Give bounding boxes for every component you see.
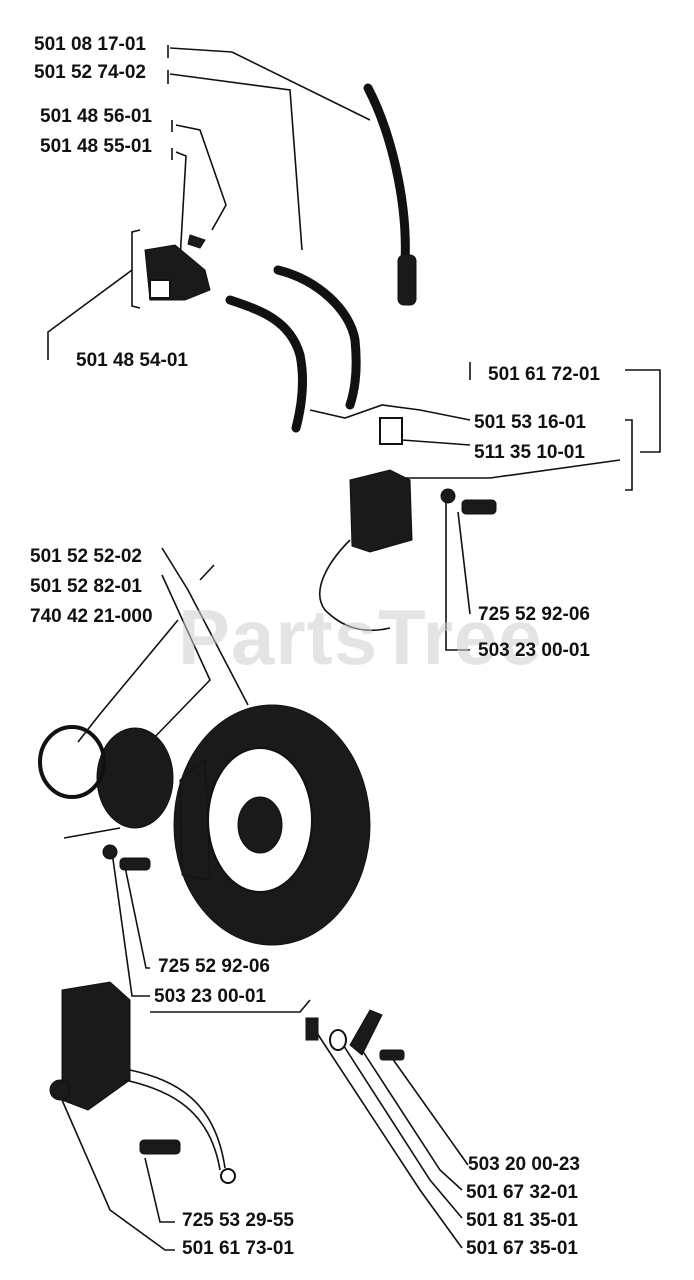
part-label-725-52-92-06-lower: 725 52 92-06 (158, 956, 270, 977)
ignition-module-lower (49, 981, 236, 1184)
part-label-503-23-00-01-upper: 503 23 00-01 (478, 640, 590, 661)
part-label-501-53-16-01: 501 53 16-01 (474, 412, 586, 433)
leader-lines (47, 45, 661, 1251)
watermark: PartsTree (178, 593, 543, 681)
flywheel (173, 704, 371, 946)
part-label-501-08-17-01: 501 08 17-01 (34, 34, 146, 55)
part-label-501-67-35-01: 501 67 35-01 (466, 1238, 578, 1259)
part-label-511-35-10-01: 511 35 10-01 (474, 442, 585, 463)
part-label-503-20-00-23: 503 20 00-23 (468, 1154, 580, 1175)
part-label-503-23-00-01-lower: 503 23 00-01 (154, 986, 266, 1007)
part-label-501-52-52-02: 501 52 52-02 (30, 546, 142, 567)
starter-pawl (38, 725, 174, 871)
part-label-501-52-82-01: 501 52 82-01 (30, 576, 142, 597)
part-label-501-48-55-01: 501 48 55-01 (40, 136, 152, 157)
valve-assembly (144, 234, 211, 301)
part-label-501-67-32-01: 501 67 32-01 (466, 1182, 578, 1203)
part-label-501-52-74-02: 501 52 74-02 (34, 62, 146, 83)
part-label-725-53-29-55: 725 53 29-55 (182, 1210, 294, 1231)
part-label-725-52-92-06-upper: 725 52 92-06 (478, 604, 590, 625)
part-label-501-61-72-01: 501 61 72-01 (488, 364, 600, 385)
part-label-501-48-54-01: 501 48 54-01 (76, 350, 188, 371)
part-label-501-61-73-01: 501 61 73-01 (182, 1238, 294, 1259)
switch-hardware (305, 1009, 405, 1061)
part-label-740-42-21-000: 740 42 21-000 (30, 606, 153, 627)
fuel-hoses (225, 83, 417, 433)
ignition-module-upper (319, 417, 497, 632)
part-label-501-48-56-01: 501 48 56-01 (40, 106, 152, 127)
part-label-501-81-35-01: 501 81 35-01 (466, 1210, 578, 1231)
